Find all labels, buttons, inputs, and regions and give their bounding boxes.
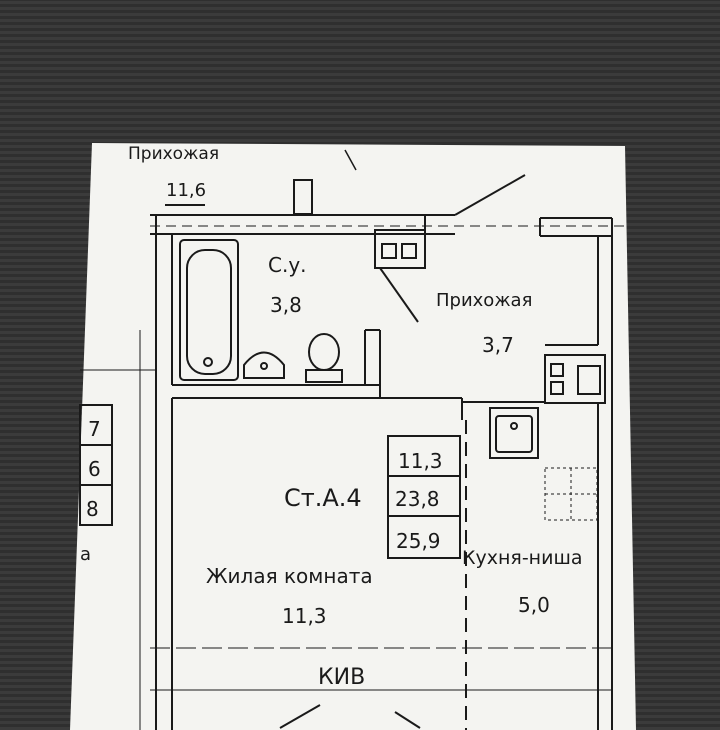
- kitchen-area: 5,0: [518, 593, 550, 617]
- paper-sheet: [70, 143, 636, 730]
- apartment-code: Ст.А.4: [284, 484, 362, 512]
- area-with-balcony-value: 25,9: [396, 529, 441, 553]
- area-table: [387, 435, 461, 559]
- living-room-name: Жилая комната: [206, 564, 373, 588]
- neighbor-digit-3: 8: [86, 497, 99, 521]
- living-room-area: 11,3: [282, 604, 327, 628]
- door-swing-entrance: [454, 174, 526, 216]
- neighbor-fragment: а: [80, 544, 91, 565]
- vent-block: [374, 229, 426, 269]
- living-area-value: 11,3: [398, 449, 443, 473]
- vent-shaft: [293, 179, 313, 215]
- neighbor-table: [79, 404, 113, 526]
- balcony-label: КИВ: [318, 665, 365, 690]
- neighbor-digit-1: 7: [88, 417, 101, 441]
- total-area-value: 23,8: [395, 487, 440, 511]
- toilet-icon: [308, 333, 340, 371]
- hallway-area: 3,7: [482, 333, 514, 357]
- kitchen-vent-block: [544, 354, 606, 404]
- corridor-area: 11,6: [166, 180, 206, 201]
- door-swing-bathroom: [379, 267, 419, 323]
- bathtub-icon: [179, 239, 239, 381]
- kitchen-sink-icon: [489, 407, 539, 459]
- corridor-name: Прихожая: [128, 144, 219, 164]
- bathroom-area: 3,8: [270, 293, 302, 317]
- neighbor-digit-2: 6: [88, 457, 101, 481]
- bathtub-inner: [186, 249, 232, 375]
- hallway-name: Прихожая: [436, 290, 532, 311]
- sink-icon: [243, 351, 285, 379]
- kitchen-name: Кухня-ниша: [462, 547, 583, 569]
- bathroom-name: С.у.: [268, 253, 307, 277]
